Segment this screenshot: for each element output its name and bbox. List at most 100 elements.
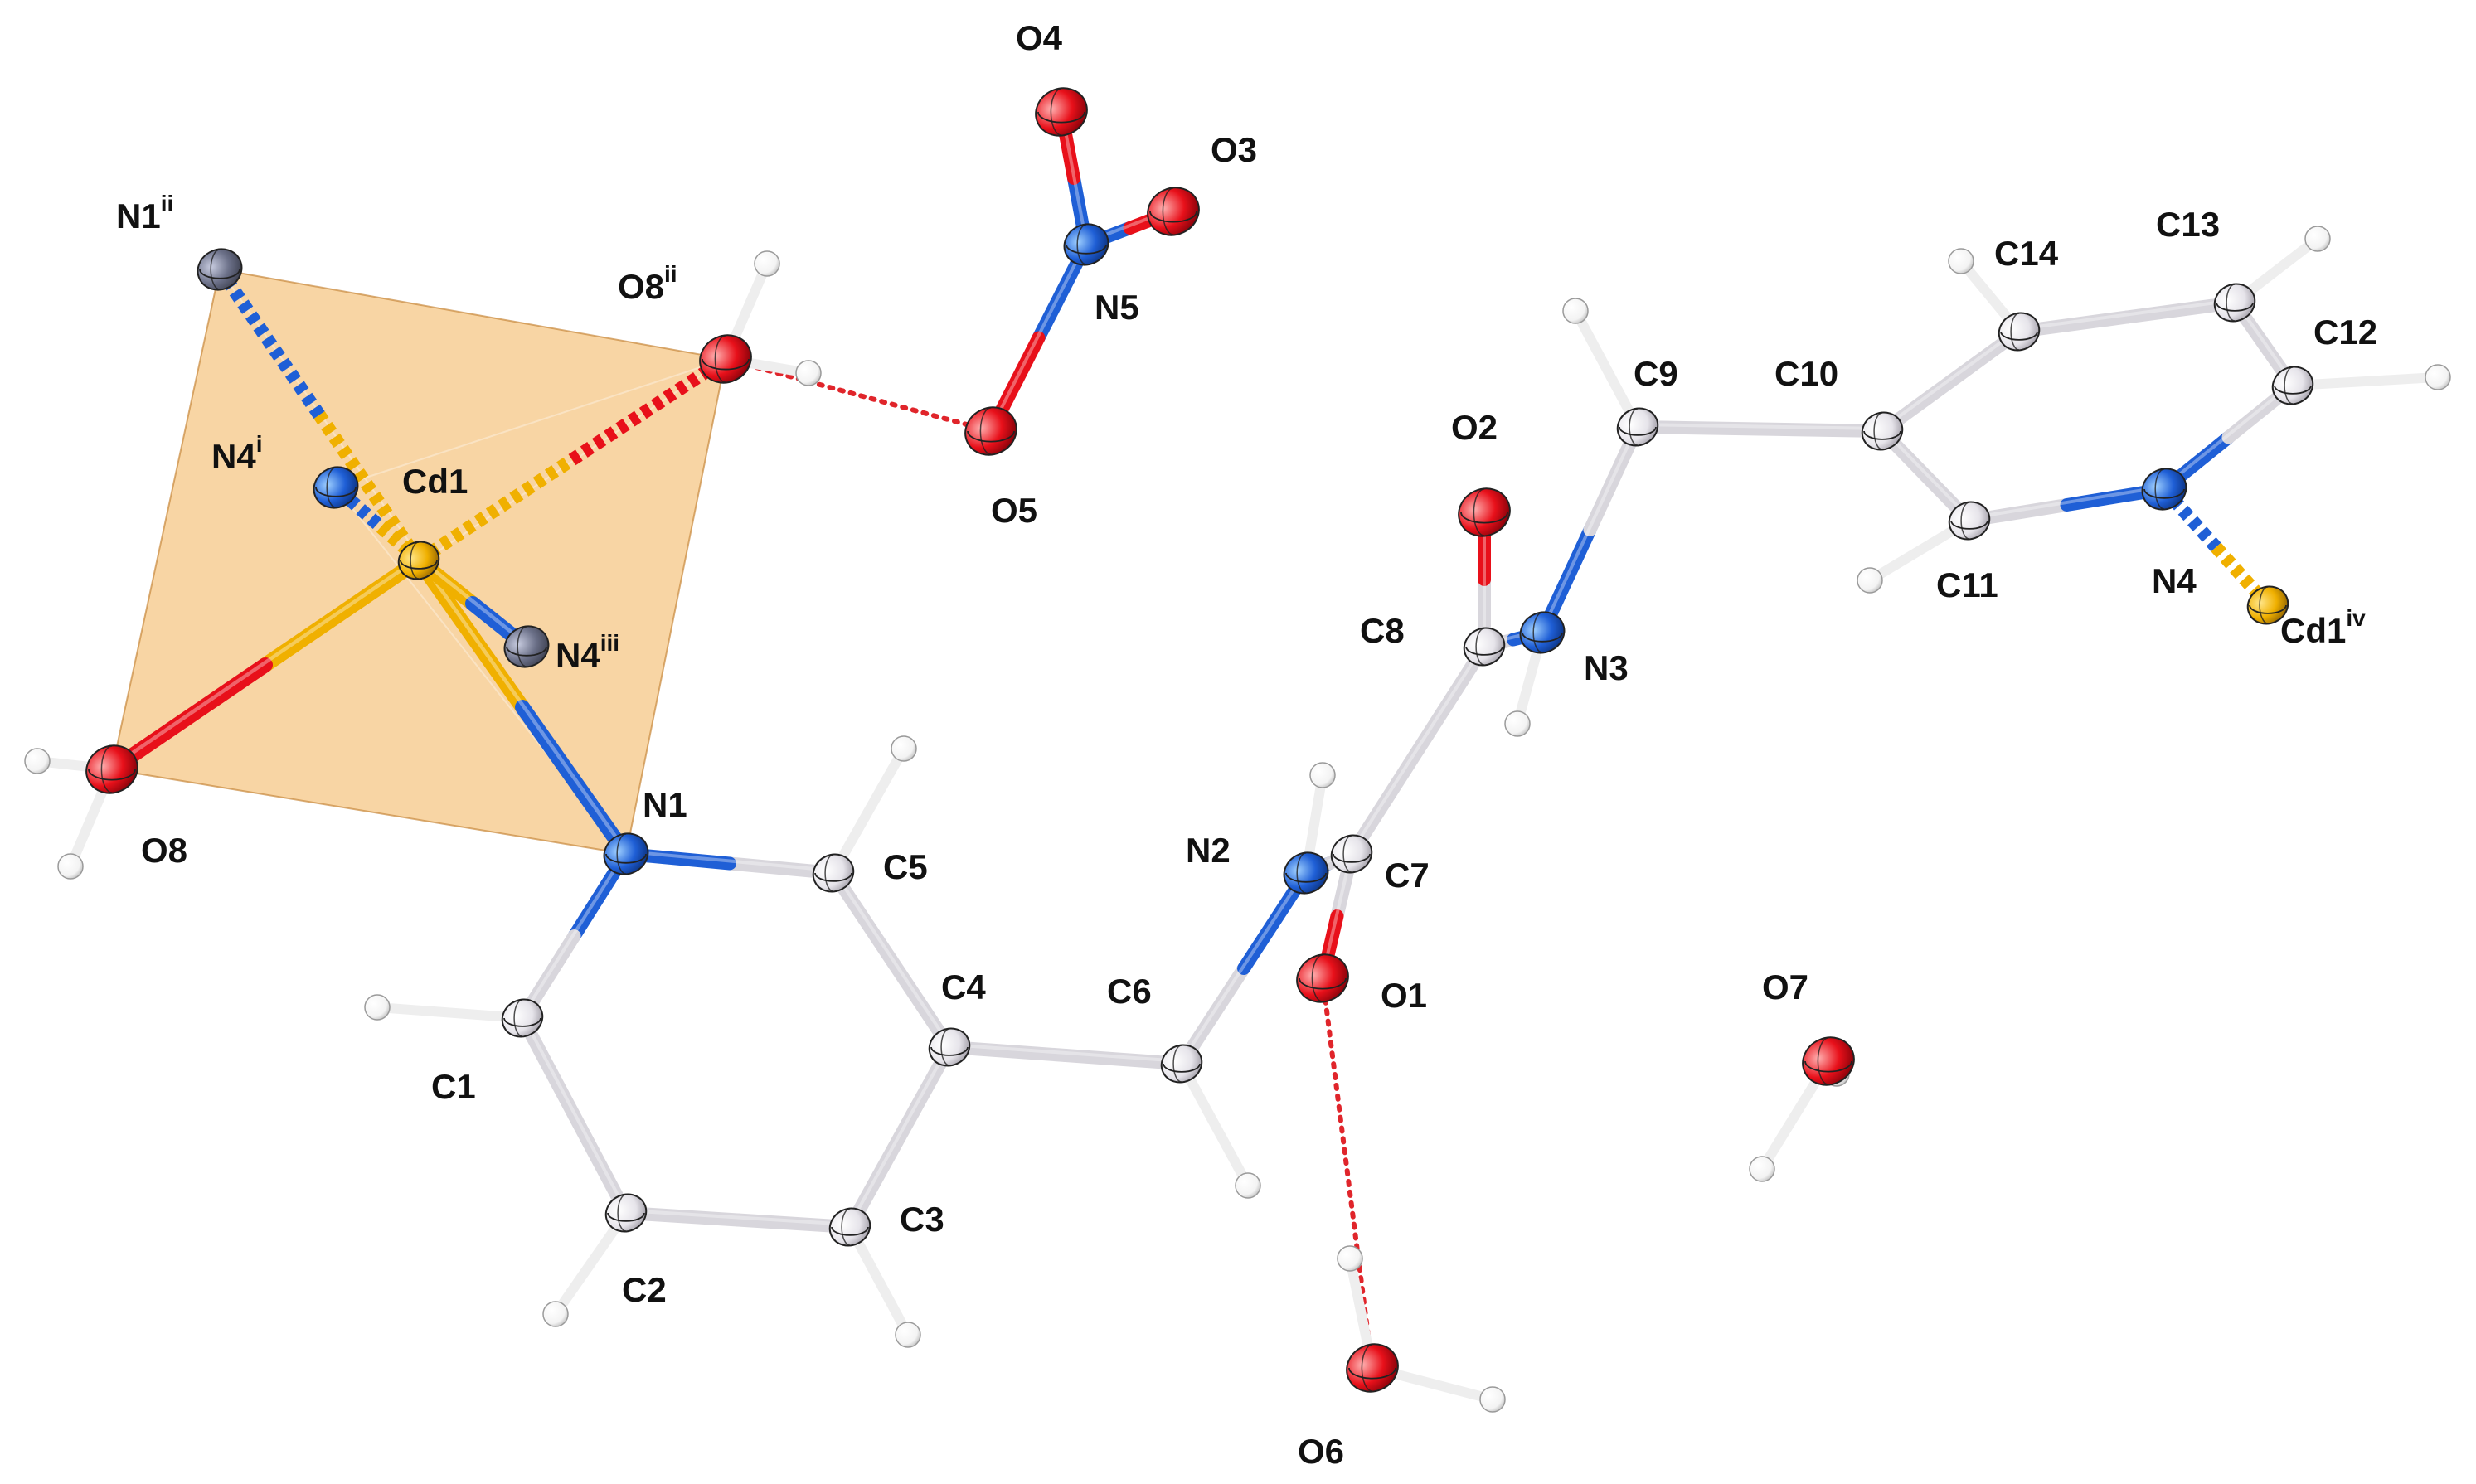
metal-bond-Cd1 [411,553,530,715]
metal-bond-highlight [109,555,421,769]
atom-label-C13: C13 [2156,205,2220,244]
hydrogen-atom [1562,298,1589,324]
atom-label-N1: N1 [643,785,687,824]
polyhedron-edge [335,358,726,488]
metal-bond-N1 [515,700,634,861]
atom-label-C5: C5 [883,847,928,886]
atom-label-O8: O8 [141,831,187,870]
label-layer: Cd1N1N1iiN4iN4iiiO8O8iiO3O4O5N5C1C2C3C4C… [116,18,2377,1471]
atom-layer [85,87,2314,1393]
atom-label-N3: N3 [1584,648,1629,687]
atom-label-C4: C4 [941,968,986,1006]
bond-highlight [1636,423,1884,430]
metal-bond-Cd1 [372,518,424,566]
atom-N4i [313,466,359,509]
atom-C5 [812,853,855,893]
atom-label-C14: C14 [1994,234,2059,273]
hydrogen-atom [1504,710,1531,737]
atom-C13 [2213,283,2256,323]
hydrogen-atom [1337,1245,1363,1272]
atom-label-C8: C8 [1360,611,1405,650]
atom-label-Cd1iv: Cd1iv [2280,605,2366,650]
bond-highlight [832,869,951,1046]
atom-N3 [1519,611,1566,654]
atom-label-O7: O7 [1762,968,1808,1006]
hydrogen-atom [2304,226,2331,252]
hydrogen-atom [1749,1156,1775,1182]
atom-label-C10: C10 [1774,354,1838,393]
atom-label-O2: O2 [1451,408,1498,447]
h-bond-stick [828,744,909,878]
bond-highlight [1180,869,1308,1063]
hydrogen-atom [895,1322,921,1348]
atom-label-C7: C7 [1385,856,1430,895]
hydrogen-atom [2425,364,2451,390]
metal-bond-Cd1 [313,410,425,565]
atom-C11 [1948,501,1991,541]
bond-highlight [521,1014,628,1212]
atom-O5 [964,406,1017,456]
atom-label-O1: O1 [1381,976,1427,1015]
metal-bond-highlight [416,555,629,854]
metal-bond-Cd1 [258,553,426,672]
hydrogen-atom [364,994,391,1021]
hydrogen-atom [1857,567,1883,594]
h-bond-stick [845,1222,913,1340]
atom-O2 [1458,487,1511,537]
atom-label-C6: C6 [1107,972,1152,1011]
metal-bond-Cd1 [415,453,576,566]
bond-highlight [1350,643,1486,853]
atom-label-Cd1: Cd1 [402,462,468,501]
atom-Cd1 [397,541,440,580]
bond-highlight [624,1209,852,1226]
bond-highlight [1541,423,1639,632]
atom-label-O4: O4 [1016,18,1063,57]
atom-label-O3: O3 [1211,130,1257,169]
h-bond-stick [1177,1059,1253,1191]
atom-O3 [1147,187,1200,236]
atom-label-N4iii: N4iii [556,630,619,675]
atom-label-O6: O6 [1298,1432,1344,1471]
atom-label-N4: N4 [2152,561,2197,600]
atom-C2 [604,1193,648,1233]
atom-C1 [501,998,544,1038]
hydrogen-atom [1479,1386,1506,1413]
atom-Cd1iv [2246,585,2289,625]
h-bond-stick [1571,306,1643,432]
h-bond-stick [372,1002,527,1023]
hydrogen-atom [542,1301,569,1327]
hydrogen-atom [1948,248,1974,274]
atom-label-C12: C12 [2313,313,2377,352]
atom-O4 [1035,87,1088,137]
hydrogen-atom [24,748,51,774]
atom-label-C3: C3 [900,1200,944,1239]
bond-highlight [521,850,628,1017]
hydrogen-atom [1235,1172,1261,1199]
atom-N4iii [503,625,550,668]
atom-label-C11: C11 [1936,565,1998,604]
atom-N4 [2141,468,2187,511]
h-bond-stick [2288,372,2443,390]
atom-label-N2: N2 [1186,831,1231,870]
bond-highlight [2017,298,2236,331]
metal-bond-O8 [104,657,273,777]
hydrogen-atom [1309,762,1336,788]
hydrogen-atom [891,735,917,762]
atom-label-C2: C2 [622,1270,667,1309]
atom-C7 [1330,834,1373,874]
atom-label-C9: C9 [1634,354,1678,393]
atom-label-N1ii: N1ii [116,191,173,235]
atom-C12 [2271,366,2314,405]
atom-C3 [828,1207,871,1247]
atom-C9 [1616,407,1659,447]
atom-C14 [1998,312,2041,352]
atom-label-O8ii: O8ii [618,261,677,306]
bond-highlight [1968,485,2166,520]
metal-bond-highlight [416,555,529,647]
atom-label-N4i: N4i [211,431,262,476]
atom-N1ii [197,248,243,291]
atom-N5 [1063,223,1109,266]
atom-O1 [1296,953,1349,1003]
bond-highlight [2163,381,2294,488]
